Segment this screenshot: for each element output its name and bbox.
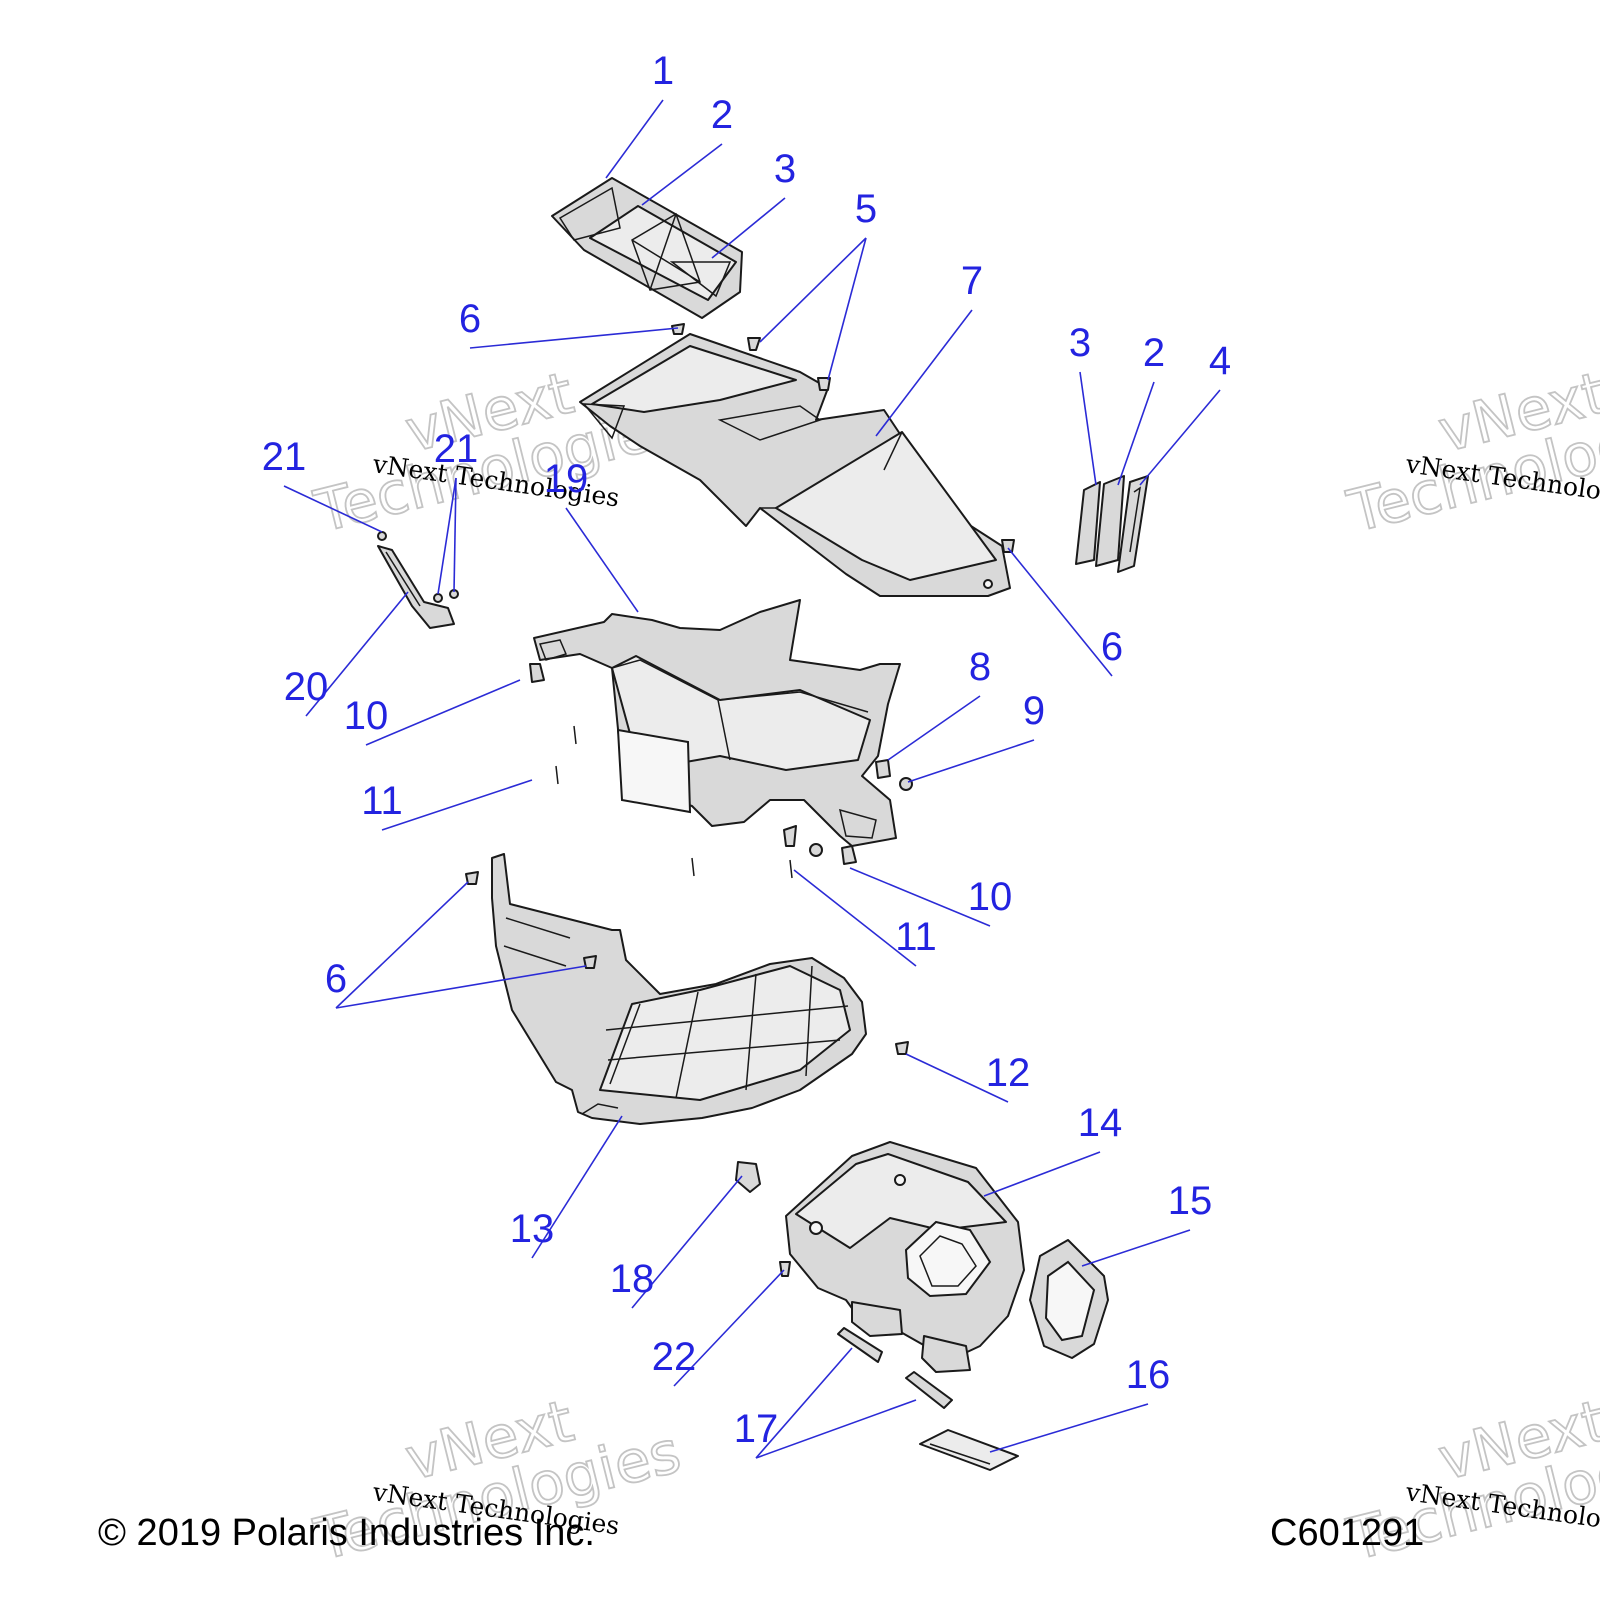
callout-c11b: 11 bbox=[895, 915, 937, 959]
callout-c13: 13 bbox=[510, 1207, 555, 1251]
leader-line-c7 bbox=[875, 309, 973, 437]
part-lower-duct bbox=[491, 853, 867, 1125]
callout-c17: 17 bbox=[734, 1407, 779, 1451]
leader-line-c21b bbox=[453, 477, 457, 593]
leader-line-c14 bbox=[983, 1151, 1101, 1197]
callout-c11a: 11 bbox=[361, 779, 403, 823]
leader-line-c3b bbox=[1079, 371, 1097, 486]
callout-c16: 16 bbox=[1126, 1353, 1171, 1397]
part-hose-clamps bbox=[837, 1327, 953, 1409]
leader-line-c5 bbox=[759, 237, 867, 343]
leader-line-c10b bbox=[849, 867, 991, 927]
figure-code: C601291 bbox=[1270, 1512, 1425, 1554]
leader-line-c11b bbox=[793, 869, 917, 967]
part-bracket-rod bbox=[377, 545, 455, 629]
copyright-notice: © 2019 Polaris Industries Inc. bbox=[98, 1512, 595, 1554]
leader-line-c22 bbox=[673, 1269, 785, 1387]
part-upper-duct-cover bbox=[579, 333, 1011, 597]
callout-c14: 14 bbox=[1078, 1101, 1123, 1145]
leader-line-c17 bbox=[755, 1399, 917, 1459]
part-filter-frame-upper bbox=[551, 177, 743, 319]
callout-c6b: 6 bbox=[1101, 625, 1123, 669]
leader-line-c8 bbox=[887, 695, 981, 761]
callout-c21a: 21 bbox=[262, 435, 307, 479]
leader-line-c4 bbox=[1139, 389, 1221, 486]
leader-line-c11a bbox=[381, 779, 533, 831]
leader-line-c5 bbox=[827, 237, 867, 381]
leader-line-c2 bbox=[641, 143, 723, 206]
callout-c6a: 6 bbox=[459, 297, 481, 341]
leader-line-c6c bbox=[335, 881, 469, 1009]
callout-c2b: 2 bbox=[1143, 331, 1165, 375]
leader-line-c21b bbox=[437, 477, 457, 595]
callout-c4: 4 bbox=[1209, 339, 1231, 383]
leader-line-c18 bbox=[631, 1175, 743, 1309]
callout-c19: 19 bbox=[544, 457, 589, 501]
leader-line-c6c bbox=[335, 965, 587, 1009]
leader-line-c9 bbox=[907, 739, 1035, 783]
part-decal bbox=[919, 1429, 1019, 1471]
callout-c3: 3 bbox=[774, 147, 796, 191]
callout-c5: 5 bbox=[855, 187, 877, 231]
leader-line-c13 bbox=[531, 1115, 623, 1259]
callout-c7: 7 bbox=[961, 259, 983, 303]
leader-line-c6b bbox=[1007, 547, 1113, 677]
leader-line-c10a bbox=[365, 679, 521, 746]
part-filter-element-stack bbox=[1075, 475, 1149, 573]
callout-c1: 1 bbox=[652, 49, 674, 93]
leader-line-c3 bbox=[711, 197, 786, 259]
leader-line-c17 bbox=[755, 1347, 853, 1459]
leader-line-c20 bbox=[305, 591, 409, 717]
callout-c6c: 6 bbox=[325, 957, 347, 1001]
part-lower-airbox bbox=[785, 1141, 1109, 1373]
leader-line-c15 bbox=[1081, 1229, 1191, 1267]
leader-line-c19 bbox=[565, 507, 639, 613]
callout-c15: 15 bbox=[1168, 1179, 1213, 1223]
callout-c22: 22 bbox=[652, 1335, 697, 1379]
leader-line-c1 bbox=[605, 99, 664, 179]
part-plug bbox=[735, 1161, 761, 1193]
callout-c10a: 10 bbox=[344, 694, 389, 738]
callout-c2: 2 bbox=[711, 93, 733, 137]
leader-line-c2b bbox=[1117, 381, 1155, 486]
leader-line-c6a bbox=[469, 327, 679, 349]
leader-line-c16 bbox=[989, 1403, 1149, 1453]
callout-c9: 9 bbox=[1023, 689, 1045, 733]
callout-c18: 18 bbox=[610, 1257, 655, 1301]
callout-c10b: 10 bbox=[968, 875, 1013, 919]
leader-lines bbox=[283, 99, 1221, 1459]
callout-c12: 12 bbox=[986, 1051, 1031, 1095]
callout-c20: 20 bbox=[284, 665, 329, 709]
part-mid-airbox bbox=[533, 599, 901, 847]
callout-c3b: 3 bbox=[1069, 321, 1091, 365]
leader-line-c21a bbox=[283, 485, 383, 533]
callout-c8: 8 bbox=[969, 645, 991, 689]
callout-c21b: 21 bbox=[434, 427, 479, 471]
leader-line-c12 bbox=[905, 1053, 1009, 1103]
